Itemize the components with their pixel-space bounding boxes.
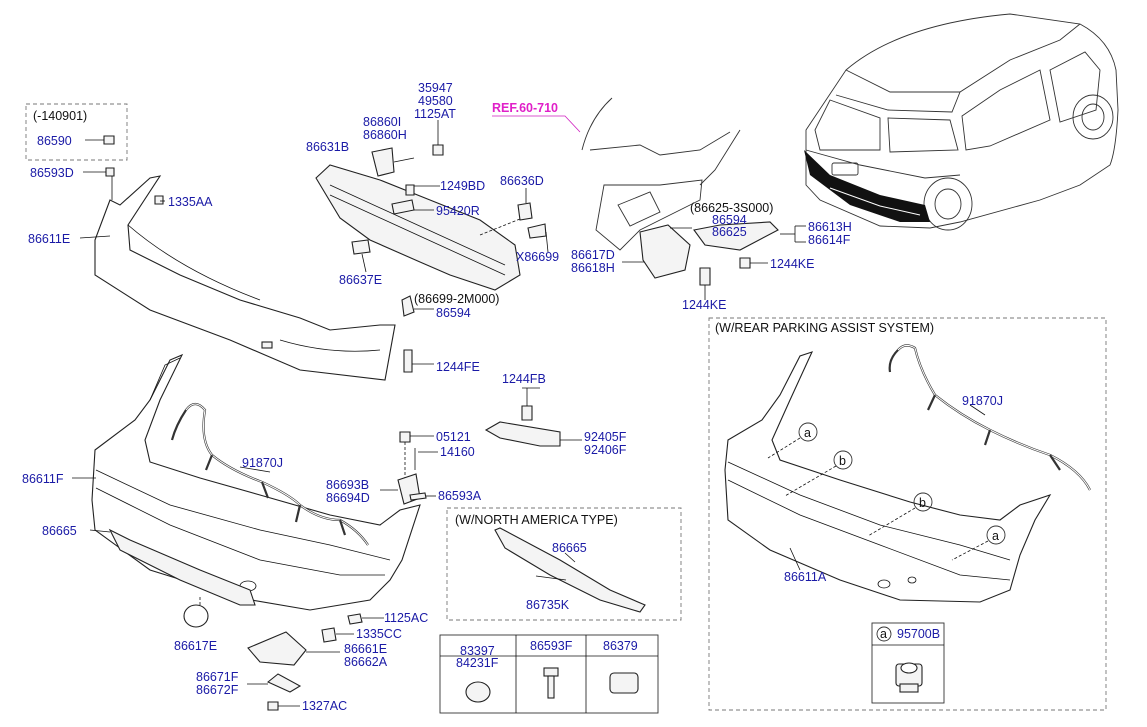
callout-86611e[interactable]: 86611E [28, 232, 70, 246]
lower-small-parts [72, 387, 582, 711]
callout-86860i[interactable]: 86860I [363, 115, 401, 129]
bumper-beam [315, 164, 531, 291]
callout-1244fe[interactable]: 1244FE [436, 360, 480, 374]
callout-86665-left[interactable]: 86665 [42, 524, 77, 538]
sensor-letter-a: a [880, 627, 887, 641]
bumper-cover-with-sensors [724, 351, 1052, 603]
north-america-box [446, 507, 682, 621]
callout-95420r[interactable]: 95420R [436, 204, 480, 218]
callout-86625-3s000[interactable]: (86625-3S000) [690, 201, 773, 215]
parking-sensor-icon [895, 662, 923, 693]
callout-86590[interactable]: 86590 [37, 134, 72, 148]
table-83397[interactable]: 83397 [460, 644, 495, 658]
callout-86614f[interactable]: 86614F [808, 233, 851, 247]
letter-b-2: b [919, 496, 926, 510]
rear-parking-assist-box [708, 317, 1107, 711]
callout-86699-2m000[interactable]: (86699-2M000) [414, 292, 499, 306]
callout-86613h[interactable]: 86613H [808, 220, 852, 234]
callout-140901[interactable]: (-140901) [33, 109, 87, 123]
callout-north-america[interactable]: (W/NORTH AMERICA TYPE) [455, 513, 618, 527]
callout-labels: (-140901) 86590 86593D 1335AA 86611E 866… [22, 81, 1003, 713]
callout-86611f[interactable]: 86611F [22, 472, 64, 486]
dated-part-box [25, 103, 128, 161]
callout-86625[interactable]: 86625 [712, 225, 747, 239]
callout-86637e[interactable]: 86637E [339, 273, 382, 287]
callout-92405f[interactable]: 92405F [584, 430, 627, 444]
callout-86671f[interactable]: 86671F [196, 670, 239, 684]
table-86379[interactable]: 86379 [603, 639, 638, 653]
callout-86665-na[interactable]: 86665 [552, 541, 587, 555]
callout-86617e[interactable]: 86617E [174, 639, 217, 653]
callout-86636d[interactable]: 86636D [500, 174, 544, 188]
callout-86593d[interactable]: 86593D [30, 166, 74, 180]
callout-1335aa[interactable]: 1335AA [168, 195, 213, 209]
pad-icon [609, 672, 639, 694]
callout-1244ke-a[interactable]: 1244KE [770, 257, 814, 271]
bolt-icon [543, 667, 559, 699]
callout-86618h[interactable]: 86618H [571, 261, 615, 275]
callout-91870j-right[interactable]: 91870J [962, 394, 1003, 408]
callout-35947[interactable]: 35947 [418, 81, 453, 95]
callout-1125at[interactable]: 1125AT [414, 107, 456, 121]
callout-92406f[interactable]: 92406F [584, 443, 627, 457]
callout-86631b[interactable]: 86631B [306, 140, 349, 154]
callout-1125ac[interactable]: 1125AC [384, 611, 428, 625]
callout-1244ke-b[interactable]: 1244KE [682, 298, 726, 312]
wiring-harness-left [170, 402, 369, 546]
callout-86594-right[interactable]: 86594 [712, 213, 747, 227]
callout-86661e[interactable]: 86661E [344, 642, 387, 656]
callout-86611a[interactable]: 86611A [784, 570, 827, 584]
callout-86860h[interactable]: 86860H [363, 128, 407, 142]
callout-rear-parking[interactable]: (W/REAR PARKING ASSIST SYSTEM) [715, 321, 934, 335]
callout-x86699[interactable]: X86699 [516, 250, 559, 264]
letter-b-1: b [839, 454, 846, 468]
wiring-harness-right [888, 344, 1091, 491]
bumper-cover-lower [91, 353, 421, 611]
callout-1249bd[interactable]: 1249BD [440, 179, 485, 193]
beam-fasteners [79, 120, 549, 373]
sensor-box [871, 622, 945, 704]
callout-49580[interactable]: 49580 [418, 94, 453, 108]
callout-86594-mid[interactable]: 86594 [436, 306, 471, 320]
callout-1327ac[interactable]: 1327AC [302, 699, 347, 713]
callout-86593a[interactable]: 86593A [438, 489, 482, 503]
callout-1335cc[interactable]: 1335CC [356, 627, 402, 641]
vehicle-illustration [804, 13, 1119, 231]
callout-86662a[interactable]: 86662A [344, 655, 388, 669]
bumper-cover-upper [94, 175, 396, 381]
plug-icon [465, 681, 491, 703]
callout-91870j-left[interactable]: 91870J [242, 456, 283, 470]
callout-86693b[interactable]: 86693B [326, 478, 369, 492]
callout-14160[interactable]: 14160 [440, 445, 475, 459]
table-84231f[interactable]: 84231F [456, 656, 499, 670]
callout-86617d[interactable]: 86617D [571, 248, 615, 262]
callout-05121[interactable]: 05121 [436, 430, 471, 444]
sensor-callouts: a b b a [767, 422, 1006, 561]
side-brackets [622, 221, 806, 300]
callout-1244fb[interactable]: 1244FB [502, 372, 546, 386]
na-trim-strip [494, 527, 646, 613]
callout-95700b[interactable]: 95700B [897, 627, 940, 641]
callout-86694d[interactable]: 86694D [326, 491, 370, 505]
letter-a-2: a [992, 529, 999, 543]
callout-86672f[interactable]: 86672F [196, 683, 239, 697]
callout-86735k[interactable]: 86735K [526, 598, 570, 612]
reference-label[interactable]: REF.60-710 [492, 101, 558, 115]
parts-table [439, 634, 659, 714]
tailgate-reference-area: REF.60-710 [492, 97, 741, 251]
letter-a-1: a [804, 426, 811, 440]
table-86593f[interactable]: 86593F [530, 639, 573, 653]
